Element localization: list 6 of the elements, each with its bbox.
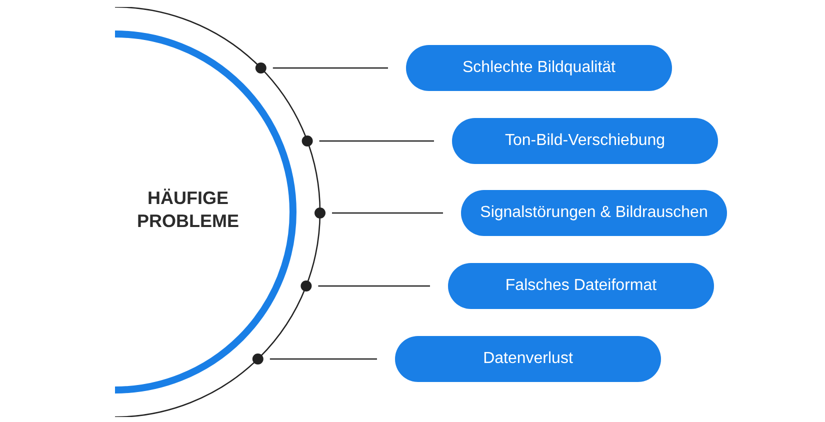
heading-text: HÄUFIGE PROBLEME — [137, 187, 239, 233]
pill-label: Signalstörungen & Bildrauschen — [461, 190, 727, 236]
pill-label: Ton-Bild-Verschiebung — [452, 118, 718, 164]
pill-label: Falsches Dateiformat — [448, 263, 714, 309]
pill-label: Datenverlust — [395, 336, 661, 382]
pill-label: Schlechte Bildqualität — [406, 45, 672, 91]
